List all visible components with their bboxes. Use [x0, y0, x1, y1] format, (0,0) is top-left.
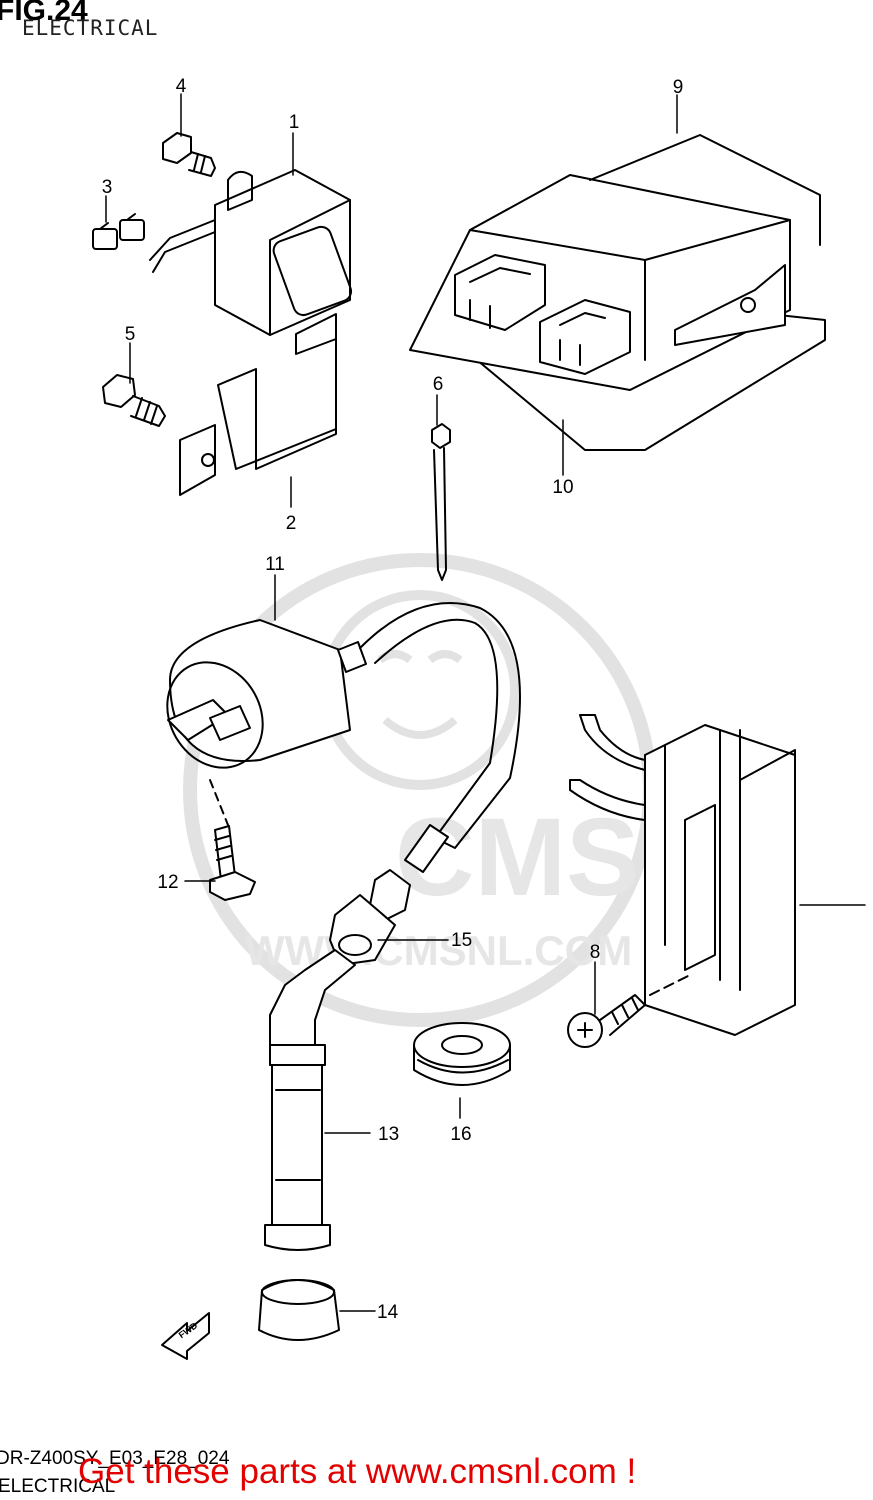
section-title: ELECTRICAL [22, 16, 159, 40]
model-code: DR-Z400SY_E03_E28_024 [0, 1448, 230, 1469]
callout-9: 9 [673, 77, 684, 98]
footer-section-title: ELECTRICAL [0, 1476, 116, 1497]
callout-3: 3 [102, 177, 113, 198]
promo-link[interactable]: Get these parts at www.cmsnl.com ! [78, 1452, 637, 1491]
callout-8: 8 [590, 942, 601, 963]
callout-11: 11 [265, 554, 285, 575]
plug-cap-part-13 [264, 949, 356, 1251]
bolt-part-5 [102, 374, 166, 427]
bolt-part-12 [209, 825, 256, 901]
watermark-url: WWW.CMSNL.COM [245, 927, 632, 974]
cdi-unit-part-9 [409, 134, 826, 451]
seal-part-15 [329, 869, 411, 966]
fwd-arrow-icon [161, 1312, 210, 1360]
callout-5: 5 [125, 324, 136, 345]
callout-13: 13 [378, 1124, 399, 1145]
regulator-mount-leader [649, 974, 691, 996]
callout-12: 12 [157, 872, 178, 893]
cap-part-14 [258, 1279, 340, 1341]
callout-10: 10 [552, 477, 573, 498]
callout-15: 15 [451, 930, 472, 951]
callout-16: 16 [450, 1124, 471, 1145]
callout-2: 2 [286, 513, 297, 534]
regulator-part-7 [569, 714, 796, 1036]
relay-part-1 [149, 169, 353, 336]
leader-lines [105, 93, 866, 1312]
screw-part-8 [567, 994, 646, 1048]
callout-14: 14 [377, 1302, 399, 1323]
watermark-face [320, 590, 520, 790]
nuts-part-3 [92, 213, 145, 250]
callout-numbers: 1 2 3 4 5 6 8 9 10 11 12 13 14 15 16 [102, 76, 684, 1323]
coil-mount-leader [209, 779, 231, 831]
bracket-part-2 [179, 313, 337, 496]
figure-label: FIG.24 [0, 0, 88, 27]
ignition-coil-part-11 [166, 602, 521, 873]
watermark-logo: CMS [395, 796, 639, 919]
callout-4: 4 [176, 76, 187, 97]
cable-tie-part-6 [431, 423, 451, 581]
callout-1: 1 [289, 112, 300, 133]
callout-6: 6 [433, 374, 444, 395]
grommet-part-16 [413, 1022, 511, 1086]
bolt-part-4 [162, 132, 216, 177]
